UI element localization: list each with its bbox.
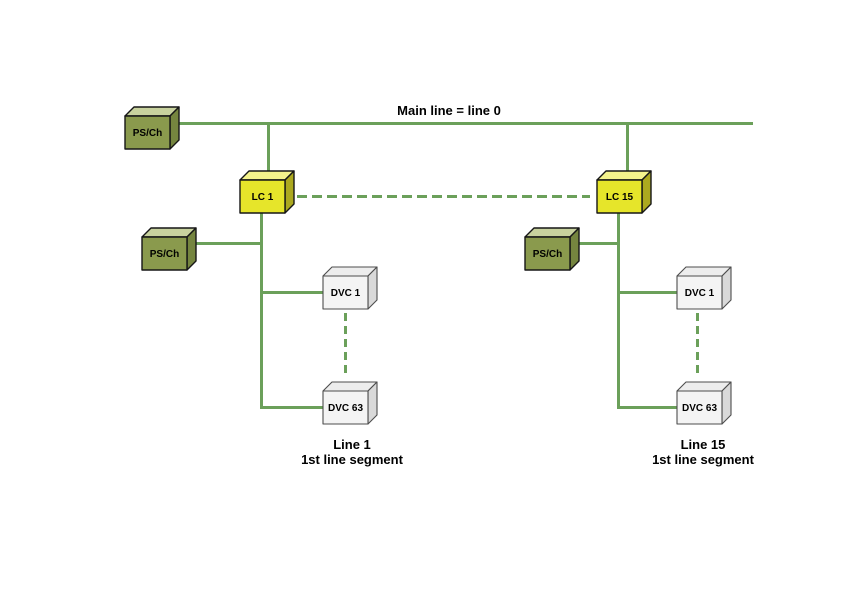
node-label: DVC 63 [682,403,717,414]
caption-line15: Line 15 1st line segment [633,437,773,467]
box-front-face [676,275,723,310]
node-dvc63-line15: DVC 63 [676,381,732,425]
node-label: LC 15 [606,192,634,203]
node-lc1: LC 1 [239,170,295,214]
node-ps-ch-main: PS/Ch [124,106,180,150]
node-label: PS/Ch [150,249,179,260]
drop-line-lc1 [267,125,270,175]
trunk-line15 [617,212,620,409]
node-dvc1-line1: DVC 1 [322,266,378,310]
node-label: DVC 1 [685,288,715,299]
caption-line1-title: Line 1 [333,437,371,452]
box-front-face [676,390,723,425]
branch-ps-line1 [195,242,260,245]
node-ps-ch-line15: PS/Ch [524,227,580,271]
drop-line-lc15 [626,125,629,175]
node-label: DVC 1 [331,288,361,299]
dashed-dvc-line1 [344,313,347,377]
branch-dvc1-line1 [262,291,323,294]
box-front-face [524,236,571,271]
node-label: PS/Ch [133,128,162,139]
box-front-face [124,115,171,150]
dashed-dvc-line15 [696,313,699,377]
box-front-face [239,179,286,214]
trunk-line1 [260,212,263,409]
main-line [179,122,753,125]
box-front-face [322,275,369,310]
caption-line1-subtitle: 1st line segment [301,452,403,467]
node-dvc63-line1: DVC 63 [322,381,378,425]
node-dvc1-line15: DVC 1 [676,266,732,310]
branch-dvc63-line15 [617,406,677,409]
node-label: DVC 63 [328,403,363,414]
branch-ps-line15 [579,242,618,245]
box-front-face [141,236,188,271]
box-front-face [596,179,643,214]
caption-line1: Line 1 1st line segment [282,437,422,467]
box-front-face [322,390,369,425]
caption-line15-title: Line 15 [680,437,726,452]
caption-line15-subtitle: 1st line segment [652,452,754,467]
dashed-link-lc1-lc15 [297,195,590,198]
node-lc15: LC 15 [596,170,652,214]
node-label: LC 1 [252,192,274,203]
branch-dvc1-line15 [619,291,677,294]
branch-dvc63-line1 [260,406,323,409]
main-line-label: Main line = line 0 [397,103,501,118]
node-ps-ch-line1: PS/Ch [141,227,197,271]
node-label: PS/Ch [533,249,562,260]
